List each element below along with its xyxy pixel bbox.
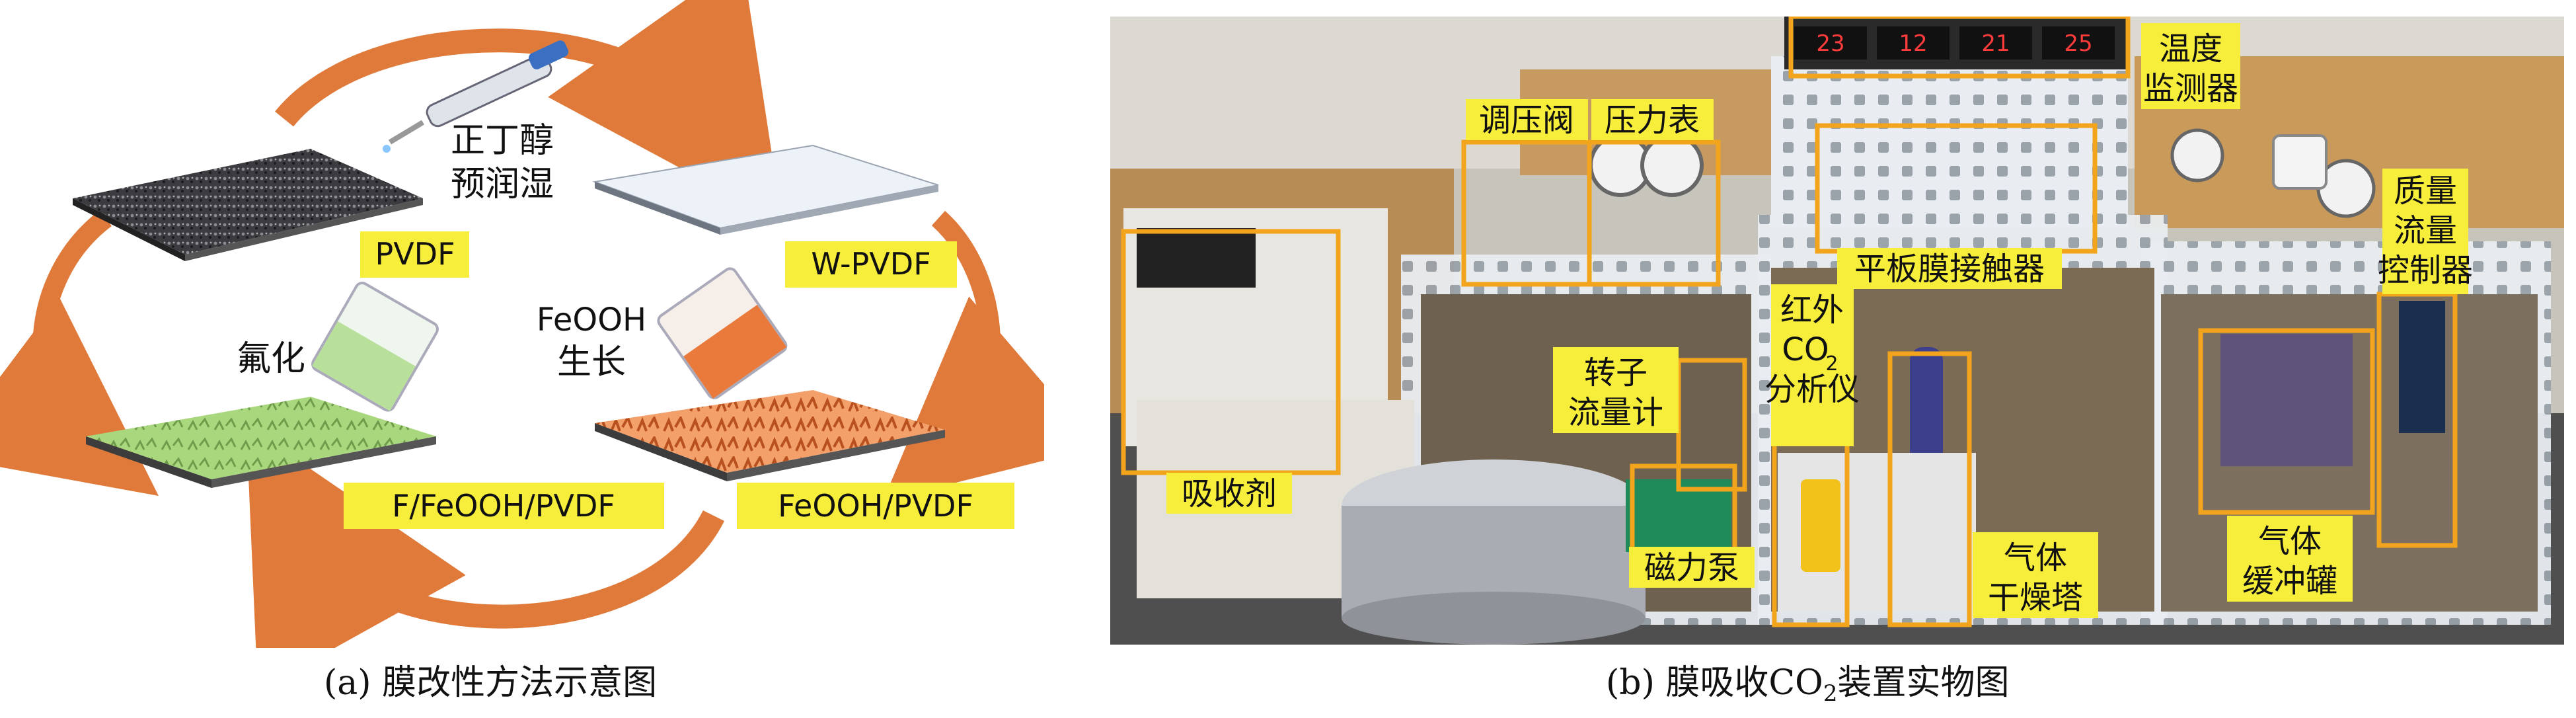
label-buffer-1: 气体: [2258, 523, 2322, 560]
label-mass-flow-1: 质量: [2394, 173, 2457, 210]
panel-b: 23 12 21 25 温度 监测器: [1110, 17, 2564, 645]
label-drying-2: 干燥塔: [1988, 579, 2083, 616]
fluorination-text: 氟化: [237, 339, 305, 379]
label-ir-2: CO: [1782, 331, 1829, 368]
reading-4: 25: [2064, 30, 2092, 57]
label-w-pvdf: W-PVDF: [811, 246, 930, 282]
label-mass-flow-2: 流量: [2394, 212, 2457, 249]
caption-a: (a) 膜改性方法示意图: [324, 655, 657, 704]
label-absorbent: 吸收剂: [1182, 475, 1277, 512]
feooh-pvdf-membrane: [595, 390, 945, 481]
w-pvdf-membrane: [595, 145, 938, 235]
feooh-growth-line2: 生长: [557, 342, 626, 382]
reading-1: 23: [1816, 30, 1844, 57]
label-rotor-1: 转子: [1584, 354, 1648, 391]
reading-3: 21: [1981, 30, 2010, 57]
label-temp-monitor-2: 监测器: [2143, 70, 2238, 107]
label-feooh-pvdf: FeOOH/PVDF: [778, 488, 973, 524]
pipette-text-line1: 正丁醇: [451, 121, 554, 161]
caption-b-prefix: (b) 膜吸收CO: [1606, 663, 1823, 703]
label-pressure-valve: 调压阀: [1479, 102, 1574, 139]
label-mass-flow-3: 控制器: [2378, 252, 2473, 289]
label-pvdf: PVDF: [375, 236, 455, 272]
label-ir-1: 红外: [1780, 292, 1844, 329]
caption-b-sub: 2: [1823, 680, 1838, 707]
caption-b-suffix: 装置实物图: [1837, 663, 2009, 703]
label-f-feooh-pvdf: F/FeOOH/PVDF: [392, 488, 615, 524]
label-ir-3: 分析仪: [1764, 371, 1860, 408]
left-curved-arrow: [42, 218, 106, 436]
pipette-text-line2: 预润湿: [451, 165, 554, 204]
label-drying-1: 气体: [2004, 539, 2067, 577]
orange-beaker-icon: [656, 266, 789, 401]
label-buffer-2: 缓冲罐: [2242, 563, 2337, 600]
bottom-curved-arrow: [304, 516, 714, 617]
label-pressure-gauge: 压力表: [1605, 102, 1700, 139]
panel-a: PVDF W-PVDF F/FeOOH/PVDF FeOOH/PVDF 正丁醇 …: [0, 0, 1044, 648]
gauge-right-area-1-icon: [2172, 130, 2222, 180]
reading-2: 12: [1899, 30, 1927, 57]
green-beaker-icon: [310, 280, 439, 413]
caption-b: (b) 膜吸收CO2装置实物图: [1606, 655, 2009, 707]
label-flat-contactor: 平板膜接触器: [1854, 251, 2045, 288]
label-rotor-2: 流量计: [1568, 394, 1663, 431]
feooh-growth-line1: FeOOH: [537, 301, 646, 339]
label-magnetic-pump: 磁力泵: [1644, 549, 1739, 586]
label-temp-monitor-1: 温度: [2159, 30, 2222, 67]
